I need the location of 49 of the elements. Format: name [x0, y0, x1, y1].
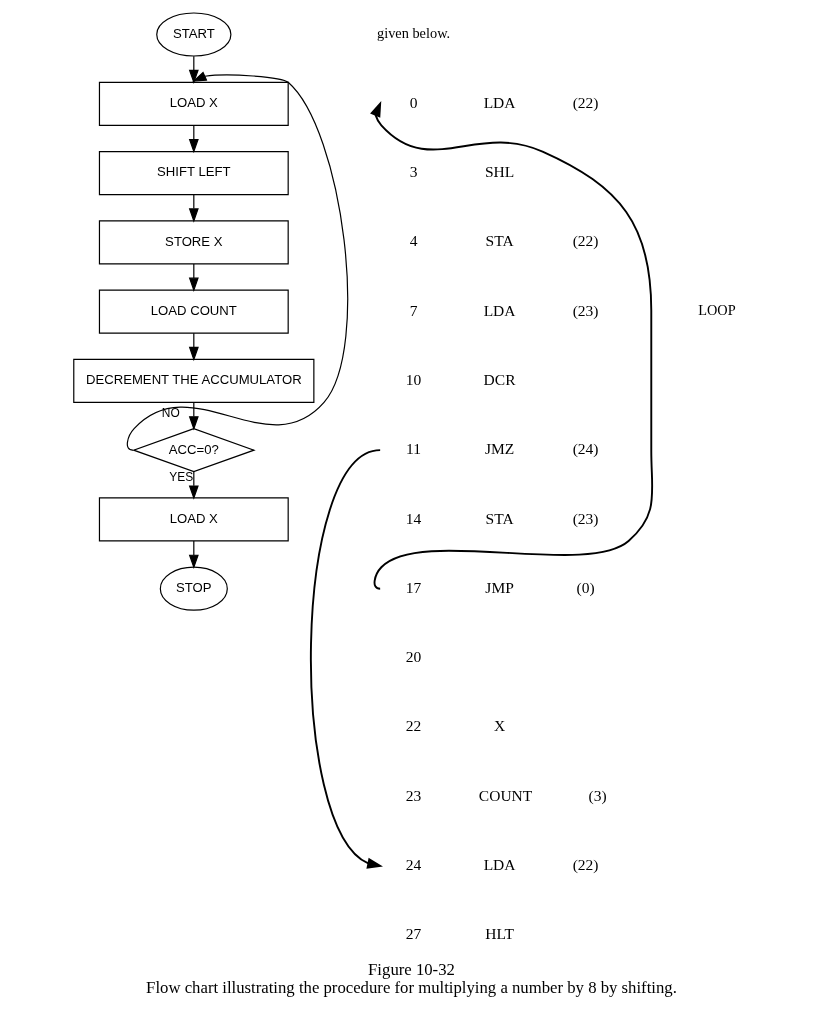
- arrow: [126, 71, 348, 451]
- node-text: 17: [405, 578, 421, 596]
- label: JMP: [484, 578, 514, 596]
- label: JMZ: [484, 440, 514, 458]
- label: given below.: [376, 25, 450, 42]
- label: 20: [405, 648, 421, 666]
- node-text: 24: [405, 855, 421, 873]
- label: (22): [572, 232, 599, 250]
- node-diamond: ACC=0?: [131, 428, 256, 473]
- node-box: STORE X: [98, 220, 289, 265]
- label: 4: [409, 232, 417, 250]
- node-box: SHIFT LEFT: [98, 150, 289, 196]
- label: 14: [405, 509, 421, 527]
- label: (23): [572, 509, 599, 527]
- node-ellipse: STOP: [159, 566, 228, 611]
- node-box: LOAD X: [98, 81, 289, 126]
- node-text: 11: [405, 440, 421, 458]
- label: STA: [485, 509, 514, 527]
- label: X: [493, 717, 505, 735]
- label: (3): [587, 786, 607, 804]
- label: SHL: [484, 163, 514, 181]
- label: 22: [405, 717, 421, 735]
- node-text: 0: [409, 93, 417, 111]
- label: (22): [572, 93, 599, 111]
- label: LOOP: [697, 302, 736, 319]
- label: (23): [572, 301, 599, 319]
- label: LDA: [483, 855, 516, 873]
- node-box: DECREMENT THE ACCUMULATOR: [72, 358, 314, 403]
- label: 27: [405, 925, 421, 943]
- node-ellipse: START: [155, 12, 231, 57]
- label: (22): [572, 855, 599, 873]
- diagram-title: Figure 10-32: [367, 959, 455, 979]
- edge-label: YES: [168, 470, 193, 485]
- label: DCR: [483, 370, 516, 388]
- label: COUNT: [478, 786, 532, 804]
- label: 10: [405, 370, 421, 388]
- node-box: LOAD X: [98, 497, 289, 542]
- edge-label: NO: [161, 405, 180, 420]
- arrow: [309, 449, 383, 869]
- label: 7: [409, 301, 417, 319]
- label: 3: [409, 163, 417, 181]
- label: 23: [405, 786, 421, 804]
- label: STA: [485, 232, 514, 250]
- label: (24): [572, 440, 599, 458]
- label: (0): [576, 578, 595, 596]
- node-box: LOAD COUNT: [98, 289, 289, 334]
- label: LDA: [483, 301, 516, 319]
- label: HLT: [484, 925, 514, 943]
- label: LDA: [483, 93, 516, 111]
